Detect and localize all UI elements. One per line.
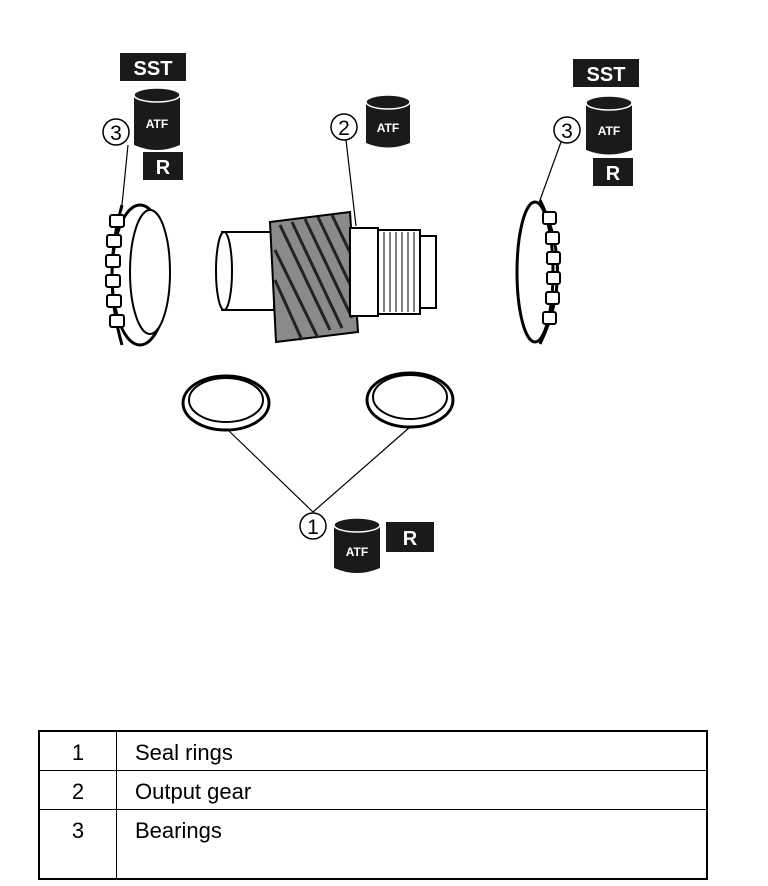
parts-legend-table: 1 Seal rings 2 Output gear 3 Bearings <box>38 730 708 880</box>
seal-ring-left <box>181 374 271 432</box>
svg-text:ATF: ATF <box>346 545 368 559</box>
callout-2: 2 <box>330 113 358 141</box>
svg-text:1: 1 <box>307 516 319 539</box>
legend-label: Bearings <box>116 809 707 880</box>
legend-number: 1 <box>39 730 117 771</box>
seal-ring-right <box>365 371 455 429</box>
legend-number: 2 <box>39 770 117 810</box>
atf-can-icon: ATF <box>585 95 633 155</box>
svg-text:SST: SST <box>134 58 173 80</box>
table-row: 1 Seal rings <box>39 730 707 771</box>
atf-can-icon: ATF <box>333 517 381 573</box>
sst-badge-right: SST <box>573 59 639 87</box>
callout-3-right: 3 <box>553 116 581 144</box>
svg-text:ATF: ATF <box>598 124 620 138</box>
left-bearing <box>105 203 171 347</box>
svg-text:SST: SST <box>587 64 626 86</box>
callout-1: 1 <box>299 512 327 540</box>
svg-text:R: R <box>156 157 171 179</box>
sst-badge-left: SST <box>120 53 186 81</box>
callout-3-left: 3 <box>102 118 130 146</box>
svg-text:ATF: ATF <box>146 117 168 131</box>
table-row: 3 Bearings <box>39 809 707 880</box>
leader-lines <box>121 139 562 513</box>
legend-label: Output gear <box>116 770 707 810</box>
r-badge-bottom: R <box>386 522 434 552</box>
r-badge-left: R <box>143 152 183 180</box>
legend-label: Seal rings <box>116 730 707 771</box>
r-badge-right: R <box>593 158 633 186</box>
exploded-parts-diagram: 3 2 3 1 SST ATF R ATF SST ATF <box>102 53 639 573</box>
svg-text:3: 3 <box>561 120 573 143</box>
svg-text:R: R <box>606 163 621 185</box>
atf-can-icon: ATF <box>133 87 181 150</box>
right-bearing <box>515 199 561 345</box>
table-row: 2 Output gear <box>39 770 707 810</box>
legend-number: 3 <box>39 809 117 880</box>
output-gear <box>215 210 437 344</box>
svg-text:2: 2 <box>338 117 350 140</box>
svg-text:R: R <box>403 528 418 550</box>
svg-text:3: 3 <box>110 122 122 145</box>
atf-can-icon: ATF <box>365 94 411 148</box>
svg-text:ATF: ATF <box>377 121 399 135</box>
